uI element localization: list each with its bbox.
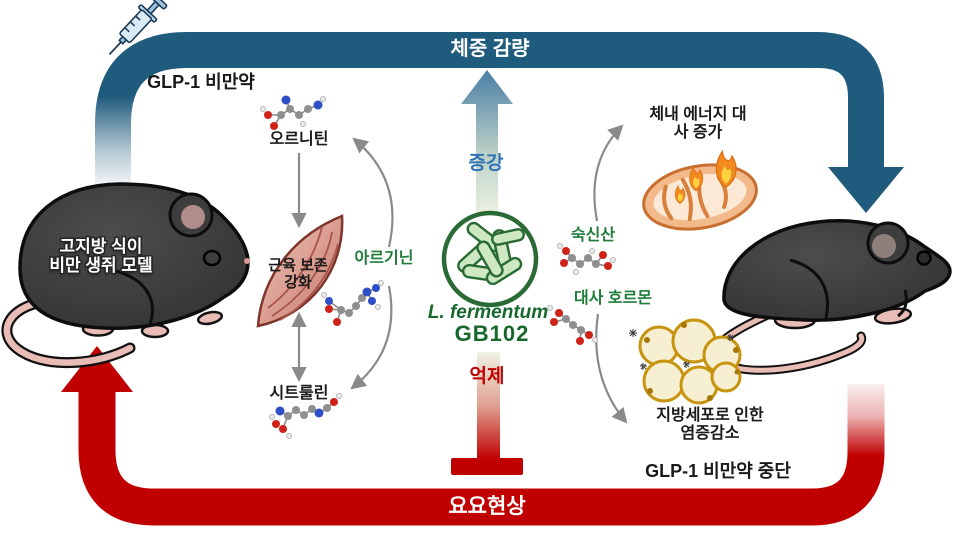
energy-label-line1: 체내 에너지 대 xyxy=(649,106,747,123)
ornithine-label: 오르니틴 xyxy=(269,131,329,148)
hormone-molecule-icon xyxy=(547,305,598,345)
arginine-ornithine-arrow xyxy=(352,137,394,248)
syringe-icon xyxy=(108,0,168,56)
mitochondria-icon xyxy=(642,149,758,231)
inhibit-label: 억제 xyxy=(469,366,505,387)
hormone-label: 대사 호르몬 xyxy=(573,290,653,307)
arginine-citrulline-arrow xyxy=(350,285,393,390)
muscle-label-line2: 강화 xyxy=(284,273,312,291)
blue-arrowhead-icon xyxy=(828,167,904,213)
pathway-arrows xyxy=(291,124,628,424)
weight-loss-band xyxy=(86,32,904,213)
glp1-drug-label: GLP-1 비만약 xyxy=(147,72,255,92)
citrulline-label: 시트룰린 xyxy=(269,385,329,402)
enhance-arrow-icon xyxy=(461,70,513,218)
fat-inflammation-label-line1: 지방세포로 인한 xyxy=(656,407,764,424)
muscle-label-line1: 근육 보존 xyxy=(268,257,328,274)
fat-inflammation-label-line2: 염증감소 xyxy=(680,424,740,442)
slim-mouse-icon xyxy=(711,219,952,375)
ornithine-molecule-icon xyxy=(260,95,326,130)
yoyo-label: 요요현상 xyxy=(448,495,526,518)
obese-mouse-label: 고지방 식이 비만 생쥐 모델 xyxy=(49,237,152,275)
flame-icon xyxy=(674,149,737,204)
obese-mouse-label-line1: 고지방 식이 xyxy=(59,237,143,256)
succinate-label: 숙신산 xyxy=(570,227,616,244)
glp1-stop-label: GLP-1 비만약 중단 xyxy=(645,461,791,481)
obese-mouse-icon xyxy=(1,182,250,369)
red-arrowhead-icon xyxy=(61,346,133,392)
arginine-molecule-icon xyxy=(321,280,384,326)
fat-cells-icon xyxy=(629,318,742,405)
yoyo-band xyxy=(61,346,896,526)
probiotic-circle-icon xyxy=(441,210,539,308)
obese-mouse-label-line2: 비만 생쥐 모델 xyxy=(49,256,153,276)
succinate-molecule-icon xyxy=(557,243,616,275)
strain-code-label: GB102 xyxy=(454,321,530,346)
muscle-label: 근육 보존 강화 xyxy=(268,257,328,292)
enhance-label: 증강 xyxy=(468,153,504,174)
energy-label-line2: 사 증가 xyxy=(673,123,723,141)
energy-label: 체내 에너지 대 사 증가 xyxy=(649,106,746,142)
citrulline-molecule-icon xyxy=(269,393,342,439)
muscle-icon xyxy=(256,214,344,328)
succinate-energy-arrow xyxy=(593,124,624,222)
strain-name-label: L. fermentum xyxy=(427,302,549,323)
fat-inflammation-label: 지방세포로 인한 염증감소 xyxy=(656,407,764,443)
inhibit-bar-icon xyxy=(451,352,523,475)
weight-loss-label: 체중 감량 xyxy=(450,38,530,60)
hormone-fatcell-arrow xyxy=(595,313,628,424)
arginine-label: 아르기닌 xyxy=(354,250,414,267)
